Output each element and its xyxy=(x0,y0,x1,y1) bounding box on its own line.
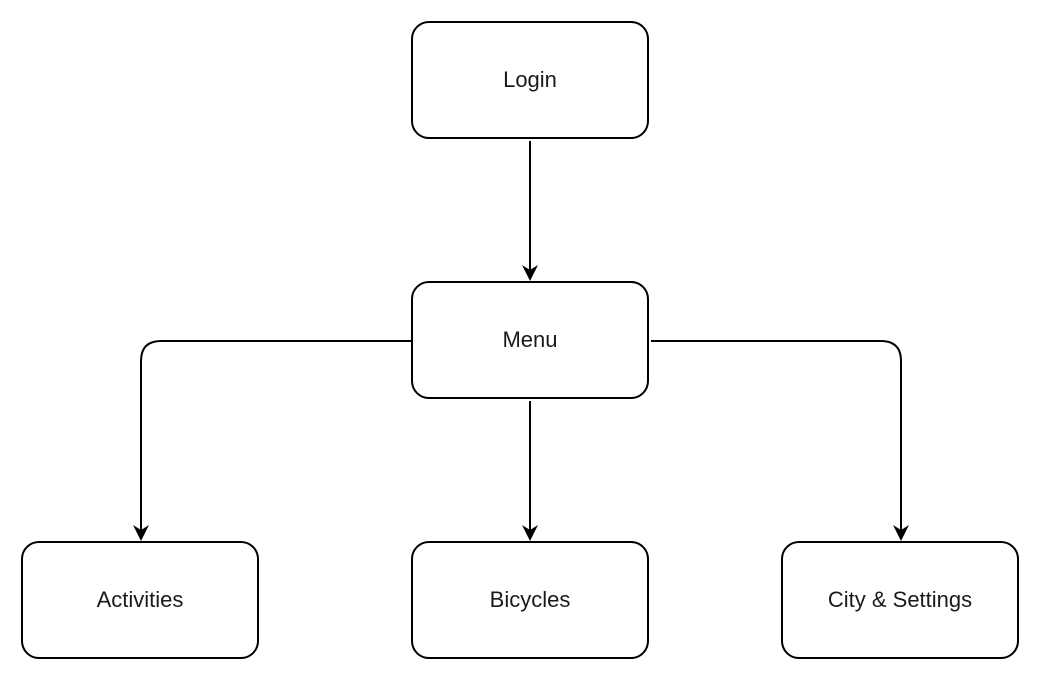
node-menu-label: Menu xyxy=(502,327,558,352)
node-login: Login xyxy=(411,21,649,139)
node-activities-label: Activities xyxy=(96,587,184,612)
node-login-label: Login xyxy=(503,67,557,92)
node-activities: Activities xyxy=(21,541,259,659)
node-bicycles-label: Bicycles xyxy=(489,587,571,612)
node-city-settings-label: City & Settings xyxy=(827,587,973,612)
node-bicycles: Bicycles xyxy=(411,541,649,659)
edge-menu-to-activities xyxy=(133,340,411,541)
node-city-settings: City & Settings xyxy=(781,541,1019,659)
node-menu: Menu xyxy=(411,281,649,399)
edge-menu-to-city-settings xyxy=(651,340,909,541)
